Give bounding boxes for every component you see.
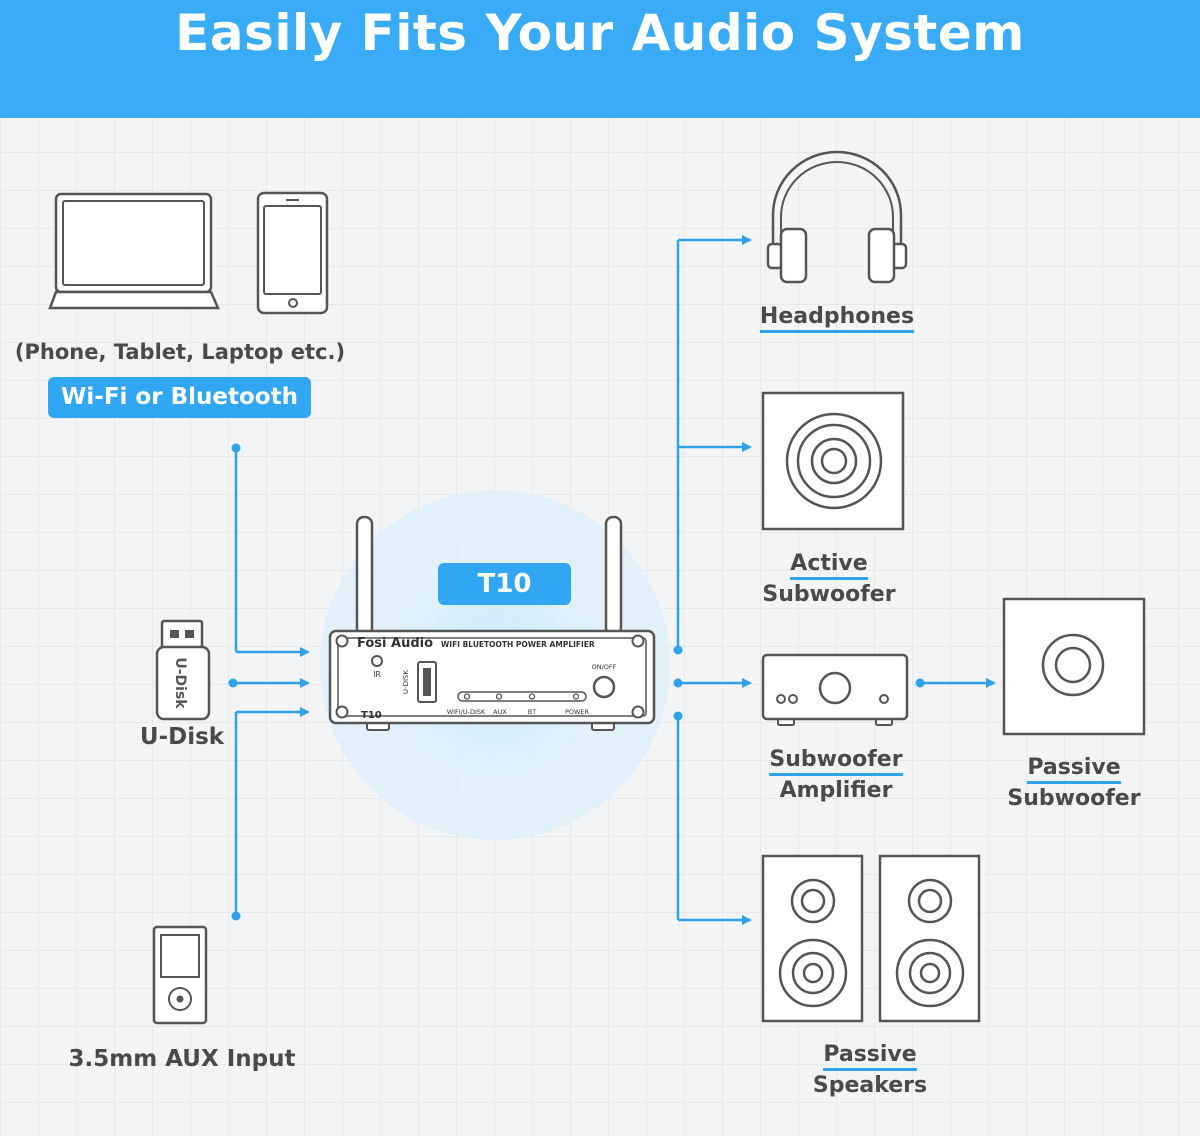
headphones-label-text: Headphones (759, 304, 915, 333)
usb-stick-text: U-Disk (172, 657, 188, 709)
amp-indicator-label: WIFI/U-DISK (447, 708, 486, 716)
headphones-icon (766, 150, 908, 284)
devices-caption: (Phone, Tablet, Laptop etc.) (14, 340, 346, 364)
amp-udisk-label: U-DISK (402, 670, 410, 695)
subwoofer-amplifier-label-line1: Subwoofer (769, 747, 903, 776)
headphones-label: Headphones (737, 304, 937, 333)
phone-icon (256, 191, 329, 315)
passive-speakers-icon (761, 854, 981, 1023)
subwoofer-amplifier-label-line2: Amplifier (779, 778, 893, 803)
input-connectors (233, 448, 310, 916)
amp-brand: Fosi Audio (357, 636, 433, 651)
udisk-label: U-Disk (139, 724, 225, 750)
active-subwoofer-label-line1: Active (790, 551, 868, 580)
active-subwoofer-label-line2: Subwoofer (762, 582, 896, 607)
title-banner: Easily Fits Your Audio System (0, 0, 1200, 118)
output-connectors (676, 235, 996, 925)
banner-title: Easily Fits Your Audio System (175, 4, 1025, 62)
passive-speakers-label-line1: Passive (823, 1042, 917, 1071)
passive-speakers-label-line2: Speakers (812, 1073, 928, 1098)
passive-subwoofer-icon (1002, 597, 1146, 736)
subwoofer-amplifier-icon (761, 653, 909, 726)
passive-subwoofer-label: Passive Subwoofer (974, 752, 1174, 814)
active-subwoofer-label: Active Subwoofer (729, 548, 929, 610)
subwoofer-amplifier-label: Subwoofer Amplifier (736, 744, 936, 806)
aux-input-label: 3.5mm AUX Input (68, 1046, 296, 1072)
passive-subwoofer-label-line2: Subwoofer (1007, 786, 1141, 811)
amp-onoff-label: ON/OFF (592, 663, 617, 671)
amp-description: WIFI BLUETOOTH POWER AMPLIFIER (441, 640, 595, 649)
input-dots (228, 443, 241, 921)
amp-indicator-label: POWER (565, 708, 590, 716)
media-player-icon (152, 925, 208, 1025)
active-subwoofer-icon (761, 391, 905, 531)
output-dots (673, 645, 925, 721)
wireless-badge: Wi-Fi or Bluetooth (48, 377, 311, 418)
laptop-icon (48, 192, 220, 310)
passive-speakers-label: Passive Speakers (770, 1039, 970, 1101)
amplifier-icon (328, 515, 656, 731)
passive-subwoofer-label-line1: Passive (1027, 755, 1121, 784)
usb-drive-icon (155, 619, 211, 721)
amp-model-label: T10 (361, 710, 382, 721)
amp-indicator-label: AUX (493, 708, 507, 716)
model-badge: T10 (438, 563, 571, 605)
amp-ir-label: IR (373, 670, 380, 679)
amp-indicator-label: BT (528, 708, 536, 716)
